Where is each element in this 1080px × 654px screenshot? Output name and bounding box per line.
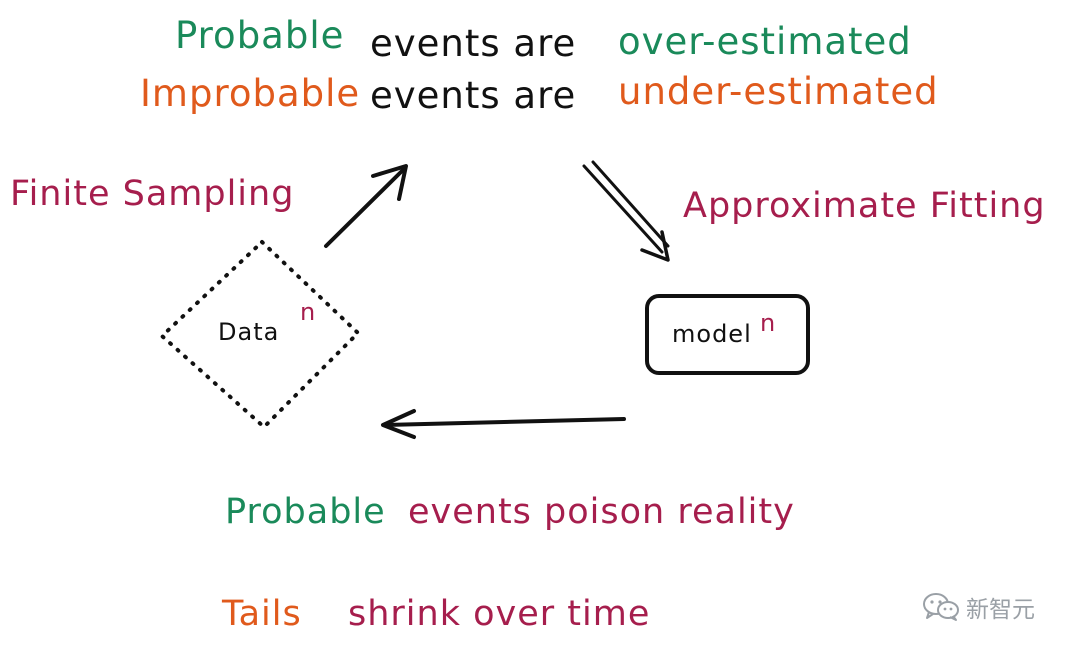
feedback-arrow [381, 409, 626, 439]
footer-line1-events-poison-reality: events poison reality [408, 492, 795, 532]
header-line1-events-are: events are [370, 22, 577, 65]
footer-line2-shrink-over-time: shrink over time [348, 594, 651, 634]
header-line1-over-estimated: over-estimated [618, 20, 912, 63]
data-node-diamond [160, 240, 360, 429]
model-node-box [645, 294, 810, 375]
finite-sampling-label: Finite Sampling [10, 174, 295, 214]
finite-sampling-arrow [324, 164, 408, 248]
header-line2-under-estimated: under-estimated [618, 70, 939, 113]
data-node-superscript: n [300, 298, 316, 326]
approximate-fitting-arrow [582, 160, 670, 262]
header-line1-probable: Probable [175, 14, 345, 57]
watermark-text: 新智元 [966, 597, 1035, 623]
model-node-label: model [672, 320, 752, 348]
footer-line1-probable: Probable [225, 492, 386, 532]
approximate-fitting-label: Approximate Fitting [683, 186, 1046, 226]
model-node-superscript: n [760, 309, 776, 337]
header-line2-improbable: Improbable [140, 72, 361, 115]
watermark: 新智元 [922, 590, 1035, 624]
footer-line2-tails: Tails [222, 594, 302, 634]
data-node-label: Data [218, 318, 280, 346]
wechat-icon [923, 593, 959, 621]
header-line2-events-are: events are [370, 74, 577, 117]
